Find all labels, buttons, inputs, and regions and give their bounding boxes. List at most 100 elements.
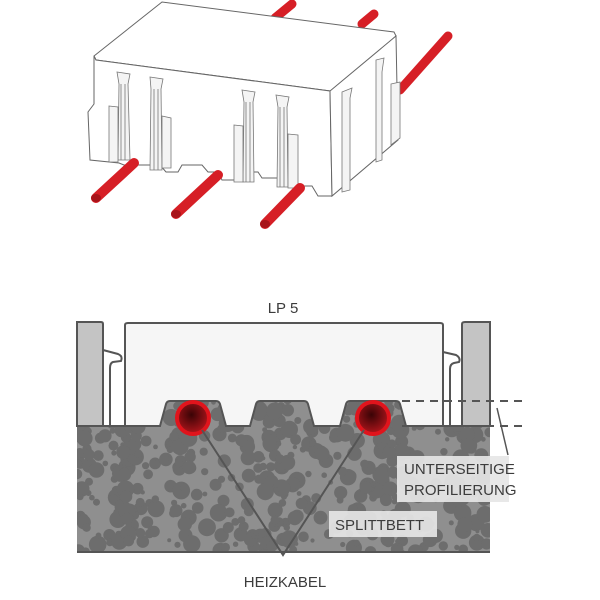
gravel-pebble xyxy=(453,504,472,522)
gravel-pebble xyxy=(256,483,274,501)
gravel-pebble xyxy=(169,431,179,441)
gravel-pebble xyxy=(290,485,296,492)
gravel-pebble xyxy=(140,435,152,447)
gravel-pebble xyxy=(93,450,104,461)
gravel-pebble xyxy=(374,445,379,451)
gravel-pebble xyxy=(190,488,203,501)
gravel-pebble xyxy=(460,438,476,453)
gravel-pebble xyxy=(174,541,181,548)
gravel-pebble xyxy=(142,462,150,470)
bed-outline xyxy=(77,400,490,427)
gravel-pebble xyxy=(182,460,196,475)
gravel-pebble xyxy=(382,445,396,459)
gravel-pebble xyxy=(93,498,100,506)
gravel-pebble xyxy=(118,467,132,481)
gravel-pebble xyxy=(167,456,172,461)
gravel-pebble xyxy=(372,466,390,484)
gravel-pebble xyxy=(107,405,115,413)
gravel-pebble xyxy=(476,506,490,523)
gravel-pebble xyxy=(154,459,160,465)
gravel-pebble xyxy=(321,472,328,479)
gravel-pebble xyxy=(243,506,254,517)
gravel-pebble xyxy=(241,468,256,483)
heating-cable-rod xyxy=(260,183,305,229)
bed-label: SPLITTBETT xyxy=(335,517,424,534)
cable-leader-line xyxy=(201,429,365,557)
gravel-pebble xyxy=(395,538,401,545)
gravel-pebble xyxy=(167,538,172,543)
gravel-pebble xyxy=(283,524,290,531)
gravel-pebble xyxy=(287,510,302,526)
heating-cable-rod xyxy=(171,170,223,219)
gravel-pebble xyxy=(391,498,398,505)
gravel-pebble xyxy=(77,459,83,468)
gravel-pebble xyxy=(270,515,280,525)
heating-cable-rod xyxy=(91,158,139,203)
gravel-pebble xyxy=(224,507,235,518)
gravel-pebble xyxy=(278,499,287,507)
gravel-pebble xyxy=(263,416,276,429)
gravel-pebble xyxy=(151,495,160,504)
gravel-pebble xyxy=(202,491,208,497)
gravel-pebble xyxy=(480,523,490,538)
gravel-pebble xyxy=(475,529,480,534)
gravel-pebble xyxy=(108,440,119,451)
gravel-pebble xyxy=(98,429,112,443)
left-joint-spacer xyxy=(102,349,123,426)
gravel-pebble xyxy=(77,493,84,501)
gravel-pebble xyxy=(135,497,145,507)
gravel-pebble xyxy=(305,470,312,478)
bed-label-bg xyxy=(329,511,437,537)
gravel-pebble xyxy=(243,532,258,547)
gravel-pebble xyxy=(88,535,107,552)
gravel-pebble xyxy=(106,401,123,418)
gravel-pebble xyxy=(136,535,150,548)
gravel-pebble xyxy=(199,447,208,456)
gravel-pebble xyxy=(276,441,282,447)
heating-cable-rod xyxy=(270,0,297,23)
cross-section-diagram: LP 5 UNTERSEITIGE PROFILIE xyxy=(76,300,526,591)
gravel-pebble xyxy=(407,544,423,552)
gravel-pebble xyxy=(473,533,481,542)
gravel-pebble xyxy=(183,535,201,552)
gravel-pebble xyxy=(453,409,461,417)
gravel-pebble xyxy=(438,541,448,551)
gravel-pebble xyxy=(295,497,308,510)
gravel-pebble xyxy=(411,425,417,431)
gravel-pebble xyxy=(294,417,302,424)
gravel-pebble xyxy=(231,518,240,526)
gravel-pebble xyxy=(459,426,475,443)
gravel-pebble xyxy=(254,474,264,484)
gravel-pebble xyxy=(232,541,239,547)
gravel-pebble xyxy=(240,450,256,466)
profile-label-bg xyxy=(397,456,509,502)
heating-cable-section xyxy=(175,400,211,436)
gravel-pebble xyxy=(387,439,397,449)
gravel-pebble xyxy=(444,409,454,420)
heating-cable-section xyxy=(355,400,391,436)
gravel-pebble xyxy=(275,454,285,464)
gravel-pebble xyxy=(77,544,85,552)
gravel-pebble xyxy=(391,487,397,494)
profile-label-line2: PROFILIERUNG xyxy=(404,482,517,499)
gravel-pebble xyxy=(238,521,249,532)
gravel-pebble xyxy=(353,539,360,547)
gravel-pebble xyxy=(169,504,183,518)
gravel-pebble xyxy=(445,437,450,442)
gravel-pebble xyxy=(360,459,369,469)
gravel-pebble xyxy=(336,423,355,442)
gravel-pebble xyxy=(267,502,283,518)
gravel-pebble xyxy=(273,487,280,493)
gravel-pebble xyxy=(135,528,146,538)
gravel-pebble xyxy=(180,502,187,509)
gravel-pebble xyxy=(198,518,216,537)
gravel-pebble xyxy=(315,514,324,523)
gravel-pebble xyxy=(134,450,143,459)
gravel-pebble xyxy=(220,542,230,552)
gravel-pebble xyxy=(153,444,158,450)
gravel-pebble xyxy=(201,468,209,476)
gravel-pebble xyxy=(484,427,490,438)
gravel-pebble xyxy=(118,419,125,426)
paver-ribs xyxy=(108,57,401,193)
gravel-pebble xyxy=(252,451,265,463)
